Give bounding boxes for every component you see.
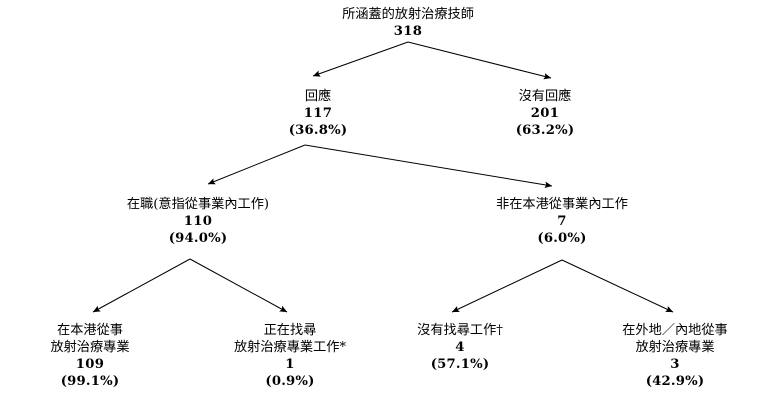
node-working-in-hk: 在本港從事 放射治療專業 109 (99.1%) — [50, 322, 129, 391]
edge-outside-hk-to-overseas — [561, 259, 674, 313]
node-root: 所涵蓋的放射治療技師 318 — [342, 6, 474, 40]
node-no-response-percent: (63.2%) — [515, 123, 575, 139]
edge-group — [92, 41, 674, 313]
edge-responded-to-employed — [207, 144, 306, 185]
node-working-overseas-mainland-value: 3 — [670, 357, 680, 373]
node-working-overseas-mainland-label: 在外地／內地從事 — [622, 323, 728, 338]
node-employed-in-field-percent: (94.0%) — [168, 231, 228, 247]
node-responded-label: 回應 — [304, 89, 332, 104]
node-working-overseas-mainland-label-line2: 放射治療專業 — [635, 340, 715, 356]
node-seeking-work-label: 正在找尋 — [263, 323, 317, 338]
node-seeking-work-label-line2: 放射治療專業工作* — [233, 340, 347, 356]
node-not-seeking-work: 沒有找尋工作† 4 (57.1%) — [417, 322, 503, 373]
node-responded-percent: (36.8%) — [288, 123, 348, 139]
node-working-overseas-mainland: 在外地／內地從事 放射治療專業 3 (42.9%) — [622, 322, 728, 391]
node-working-overseas-mainland-percent: (42.9%) — [645, 374, 705, 390]
node-root-value: 318 — [393, 24, 423, 40]
node-employed-outside-hk-value: 7 — [557, 214, 567, 230]
node-responded-value: 117 — [303, 106, 333, 122]
node-not-seeking-work-percent: (57.1%) — [430, 357, 490, 373]
node-working-in-hk-percent: (99.1%) — [60, 374, 120, 390]
node-employed-in-field-label: 在職(意指從事業內工作) — [126, 197, 270, 212]
node-no-response: 沒有回應 201 (63.2%) — [516, 88, 575, 139]
node-employed-outside-hk-percent: (6.0%) — [537, 231, 587, 247]
node-employed-outside-hk-label: 非在本港從事業內工作 — [496, 197, 628, 212]
node-no-response-label: 沒有回應 — [518, 89, 572, 104]
node-not-seeking-work-label: 沒有找尋工作† — [417, 323, 503, 338]
node-employed-outside-hk: 非在本港從事業內工作 7 (6.0%) — [496, 196, 628, 247]
edge-employed-to-seeking — [189, 258, 288, 313]
node-root-label: 所涵蓋的放射治療技師 — [342, 7, 474, 22]
node-working-in-hk-label: 在本港從事 — [57, 323, 123, 338]
node-seeking-work-value: 1 — [285, 357, 295, 373]
node-responded: 回應 117 (36.8%) — [289, 88, 348, 139]
edge-root-to-no-response — [407, 41, 552, 80]
node-working-in-hk-value: 109 — [75, 357, 105, 373]
node-working-in-hk-label-line2: 放射治療專業 — [50, 340, 130, 356]
edge-outside-hk-to-not-seeking — [451, 259, 563, 313]
node-seeking-work: 正在找尋 放射治療專業工作* 1 (0.9%) — [234, 322, 346, 391]
edge-responded-to-outside-hk — [304, 144, 553, 188]
node-employed-in-field: 在職(意指從事業內工作) 110 (94.0%) — [127, 196, 269, 247]
edge-root-to-responded — [312, 41, 409, 77]
node-seeking-work-percent: (0.9%) — [265, 374, 315, 390]
node-no-response-value: 201 — [530, 106, 560, 122]
edge-employed-to-working-in-hk — [92, 258, 191, 313]
node-not-seeking-work-value: 4 — [455, 340, 465, 356]
node-employed-in-field-value: 110 — [183, 214, 213, 230]
